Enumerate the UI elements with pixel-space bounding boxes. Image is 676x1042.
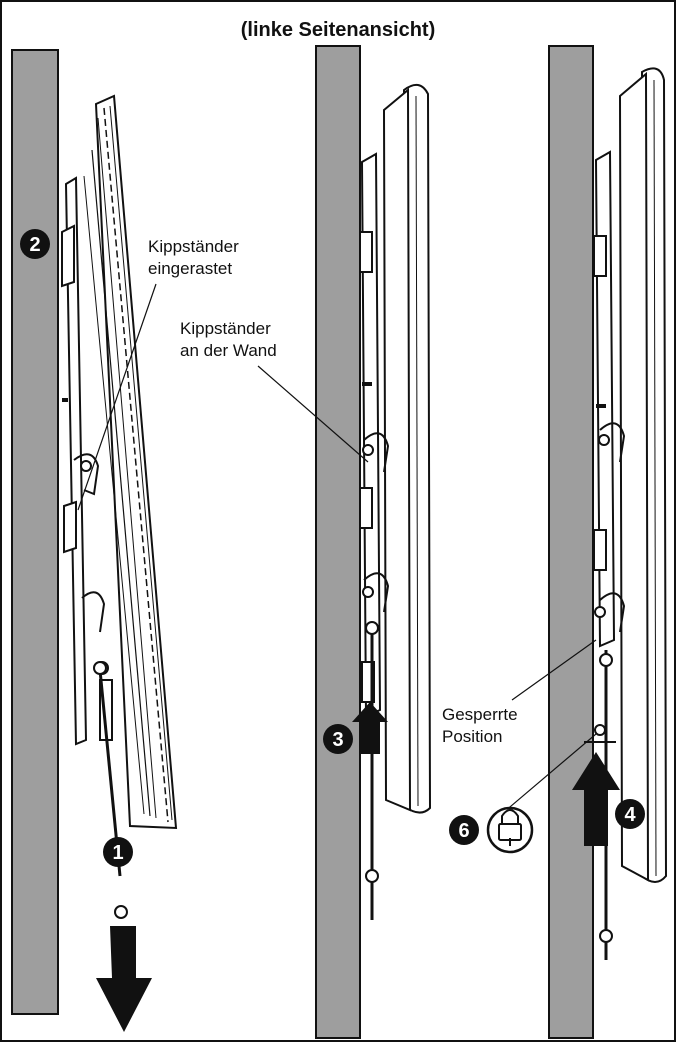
mount-bracket-left xyxy=(61,176,113,746)
diagram-title: (linke Seitenansicht) xyxy=(241,19,436,41)
step-1-badge xyxy=(103,837,133,867)
mount-bracket-middle xyxy=(359,152,390,718)
rod-knob-middle-lower xyxy=(365,869,379,883)
step-6-number: 6 xyxy=(458,820,469,842)
leader-line-locked-lower xyxy=(503,733,597,813)
label-tilt-locked-line1: Kippständer xyxy=(148,237,239,256)
arrow-down-icon xyxy=(96,926,152,1032)
wall-left xyxy=(11,49,59,1015)
step-4-number: 4 xyxy=(624,804,636,826)
tv-tilted xyxy=(83,94,178,830)
step-4-badge xyxy=(615,799,645,829)
step-1-number: 1 xyxy=(112,842,123,864)
step-2-badge xyxy=(20,229,50,259)
rod-knob-right-lower xyxy=(599,929,613,943)
tv-locked xyxy=(618,67,668,883)
cord-knob-upper xyxy=(93,661,107,675)
step-3-number: 3 xyxy=(332,729,343,751)
arrow-up-icon xyxy=(352,702,388,754)
locked-pin xyxy=(594,724,606,736)
label-locked-line1: Gesperrte xyxy=(442,705,518,724)
rod-knob-middle-upper xyxy=(365,621,379,635)
step-3-badge xyxy=(323,724,353,754)
leader-line-tilt-locked xyxy=(77,283,157,511)
wall-middle xyxy=(315,45,361,1039)
arrow-up-icon-large xyxy=(572,752,620,846)
label-tilt-locked-line2: eingerastet xyxy=(148,259,232,278)
padlock-icon xyxy=(486,806,534,854)
tv-against-wall xyxy=(382,83,432,814)
leader-line-tilt-wall xyxy=(257,365,369,463)
cord-knob-lower xyxy=(114,905,128,919)
label-tilt-wall-line2: an der Wand xyxy=(180,341,277,360)
step-2-number: 2 xyxy=(29,234,40,256)
step-6-badge xyxy=(449,815,479,845)
wall-right xyxy=(548,45,594,1039)
mount-bracket-right xyxy=(593,150,626,648)
rod-knob-right-upper xyxy=(599,653,613,667)
label-locked-line2: Position xyxy=(442,727,502,746)
leader-line-locked-upper xyxy=(511,639,597,701)
label-tilt-wall-line1: Kippständer xyxy=(180,319,271,338)
